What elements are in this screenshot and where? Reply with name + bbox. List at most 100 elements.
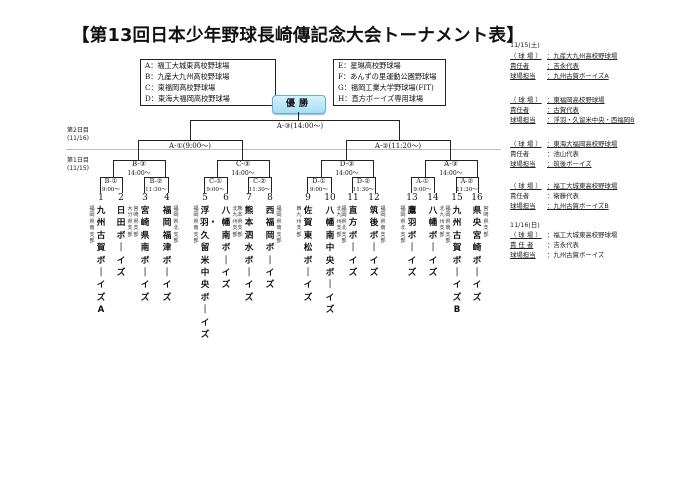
day1-label: 第1日目 (11/15) bbox=[67, 157, 89, 172]
semi2-label: A-②(11:20〜) bbox=[374, 142, 422, 150]
qf3-right-leg bbox=[373, 160, 374, 177]
qf4-bar bbox=[425, 160, 478, 161]
team-region: 北九州支部 bbox=[336, 206, 342, 238]
venue-d: D：東海大福岡高校野球場 bbox=[145, 94, 230, 103]
r1-right-leg bbox=[478, 177, 479, 193]
final-left-leg bbox=[190, 120, 191, 140]
team-region: 福岡県南支部 bbox=[380, 206, 386, 245]
schedule-block-4: （ 球 場 ）：福工大城東高校野球場 責任者：衛藤代表 球場担当：九州古賀ボーイ… bbox=[510, 182, 618, 210]
team-seed-number: 9 bbox=[305, 193, 311, 203]
r1-right-leg bbox=[331, 177, 332, 193]
team-region: 福岡県北支部 bbox=[173, 206, 179, 245]
venue-h: H：直方ボーイズ専用球場 bbox=[338, 94, 424, 103]
team-seed-number: 11 bbox=[347, 193, 359, 203]
schedule-block-1: （ 球 場 ）：九産大九州高校野球場 責任者：吉永代表 球場担当：九州古賀ボーイ… bbox=[510, 52, 618, 80]
qf4-right-leg bbox=[477, 160, 478, 177]
team-name: 八幡南中央ボ｜イズ bbox=[325, 206, 335, 316]
qf1-bar bbox=[113, 160, 166, 161]
team-name: 佐賀東松ボ｜イズ bbox=[303, 206, 313, 303]
team-seed-number: 10 bbox=[324, 193, 336, 203]
team-name: 鷹羽ボ｜イズ bbox=[407, 206, 417, 279]
team-seed-number: 5 bbox=[202, 193, 208, 203]
team-name: 熊本泗水ボ｜イズ bbox=[244, 206, 254, 303]
team-region: 福岡県北支部 bbox=[341, 206, 347, 245]
semi2-left-leg bbox=[346, 140, 347, 160]
team-seed-number: 2 bbox=[118, 193, 124, 203]
venue-legend-left: A：福工大城東高校野球場 B：九産大九州高校野球場 C：東福岡高校野球場 D：東… bbox=[140, 59, 276, 106]
qf2-bar bbox=[217, 160, 270, 161]
r1-left-leg bbox=[100, 177, 101, 193]
schedule-block-2: （ 球 場 ）：東福岡高校野球場 責任者：古賀代表 球場担当：浮羽・久留米中央・… bbox=[510, 96, 635, 124]
venue-e: E：星琳高校野球場 bbox=[338, 61, 401, 70]
team-name: 直方ボ｜イズ bbox=[348, 206, 358, 279]
r1-right-leg bbox=[271, 177, 272, 193]
venue-legend-right: E：星琳高校野球場 F：あんずの里運動公園野球場 G：福岡工業大学野球場(FIT… bbox=[333, 59, 446, 106]
team-region: 北九州支部 bbox=[439, 206, 445, 238]
team-seed-number: 6 bbox=[223, 193, 229, 203]
semi1-left-leg bbox=[138, 140, 139, 160]
r1-bar bbox=[100, 177, 122, 178]
team-region: 福岡県南支部 bbox=[89, 206, 95, 245]
r1-left-leg bbox=[248, 177, 249, 193]
champion-stem bbox=[298, 112, 299, 120]
team-region: 西九州支部 bbox=[296, 206, 302, 238]
team-region: 宮崎県支部 bbox=[133, 206, 139, 238]
day-separator bbox=[66, 149, 501, 150]
team-seed-number: 13 bbox=[406, 193, 418, 203]
team-name: 筑後ボ｜イズ bbox=[369, 206, 379, 279]
qf2-left-leg bbox=[217, 160, 218, 177]
qf1-left-leg bbox=[113, 160, 114, 177]
r1-left-leg bbox=[456, 177, 457, 193]
r1-right-leg bbox=[122, 177, 123, 193]
day2-date: 11/16(日) bbox=[510, 221, 540, 229]
semi1-right-leg bbox=[242, 140, 243, 160]
venue-a: A：福工大城東高校野球場 bbox=[145, 61, 230, 70]
day1-date: 11/15(土) bbox=[510, 41, 540, 49]
team-region: 宮崎県支部 bbox=[483, 206, 489, 238]
champion-badge: 優勝 bbox=[272, 95, 326, 114]
final-right-leg bbox=[399, 120, 400, 140]
team-region: 大分県支部 bbox=[127, 206, 133, 238]
team-name: 九州古賀ボ｜イズB bbox=[452, 206, 462, 316]
r1-bar bbox=[307, 177, 331, 178]
team-name: 福岡福津ボ｜イズ bbox=[162, 206, 172, 303]
qf4-left-leg bbox=[425, 160, 426, 177]
r1-bar bbox=[144, 177, 168, 178]
venue-b: B：九産大九州高校野球場 bbox=[145, 72, 230, 81]
final-bar bbox=[190, 120, 400, 121]
team-seed-number: 1 bbox=[98, 193, 104, 203]
r1-left-leg bbox=[352, 177, 353, 193]
page-title: 【第13回日本少年野球長崎傳記念大会トーナメント表】 bbox=[72, 26, 525, 46]
team-region: 北九州支部 bbox=[232, 206, 238, 238]
semi1-label: A-①(9:00〜) bbox=[169, 142, 211, 150]
r1-left-leg bbox=[307, 177, 308, 193]
r1-right-leg bbox=[434, 177, 435, 193]
schedule-block-5: （ 球 場 ）：福工大城東高校野球場 責 任 者：吉永代表 球場担当：九州古賀ボ… bbox=[510, 231, 618, 259]
team-name: 日田ボ｜イズ bbox=[116, 206, 126, 279]
team-seed-number: 14 bbox=[427, 193, 439, 203]
day2-label: 第2日目 (11/16) bbox=[67, 127, 89, 142]
team-name: 八幡ボ｜イズ bbox=[428, 206, 438, 279]
team-region: 福岡県南支部 bbox=[276, 206, 282, 245]
team-seed-number: 3 bbox=[142, 193, 148, 203]
qf3-bar bbox=[321, 160, 374, 161]
team-region: 熊本県支部 bbox=[237, 206, 243, 238]
team-name: 九州古賀ボ｜イズA bbox=[96, 206, 106, 316]
qf3-left-leg bbox=[321, 160, 322, 177]
r1-bar bbox=[411, 177, 434, 178]
final-match-label: A-③(14:00〜) bbox=[276, 122, 324, 130]
r1-left-leg bbox=[411, 177, 412, 193]
r1-bar bbox=[352, 177, 375, 178]
team-name: 八幡南ボ｜イズ bbox=[221, 206, 231, 291]
team-seed-number: 12 bbox=[368, 193, 380, 203]
team-seed-number: 8 bbox=[267, 193, 273, 203]
